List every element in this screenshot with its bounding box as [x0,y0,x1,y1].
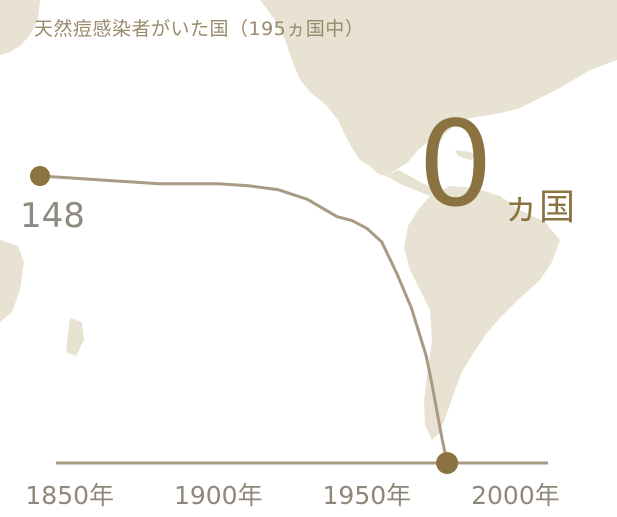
x-tick-label: 2000年 [471,481,560,510]
smallpox-country-count-line [38,174,449,465]
map-caribbean [455,150,480,160]
current-count-value: 0 [418,95,494,233]
map-south-america [404,186,560,440]
start-point-marker [30,166,50,186]
world-map-background [0,0,617,440]
x-tick-label: 1950年 [322,481,412,510]
start-value-label: 148 [20,196,85,236]
x-tick-label: 1850年 [25,481,115,510]
map-north-america [260,0,617,176]
map-central-america [386,170,434,196]
x-tick-label: 1900年 [173,481,263,510]
end-point-marker [436,452,459,474]
map-oceania-fragment [0,240,24,322]
map-island [66,318,84,356]
chart-title: 天然痘感染者がいた国（195ヵ国中） [34,18,365,40]
map-asia-fragment [0,0,40,55]
current-count-unit: ヵ国 [503,187,576,228]
